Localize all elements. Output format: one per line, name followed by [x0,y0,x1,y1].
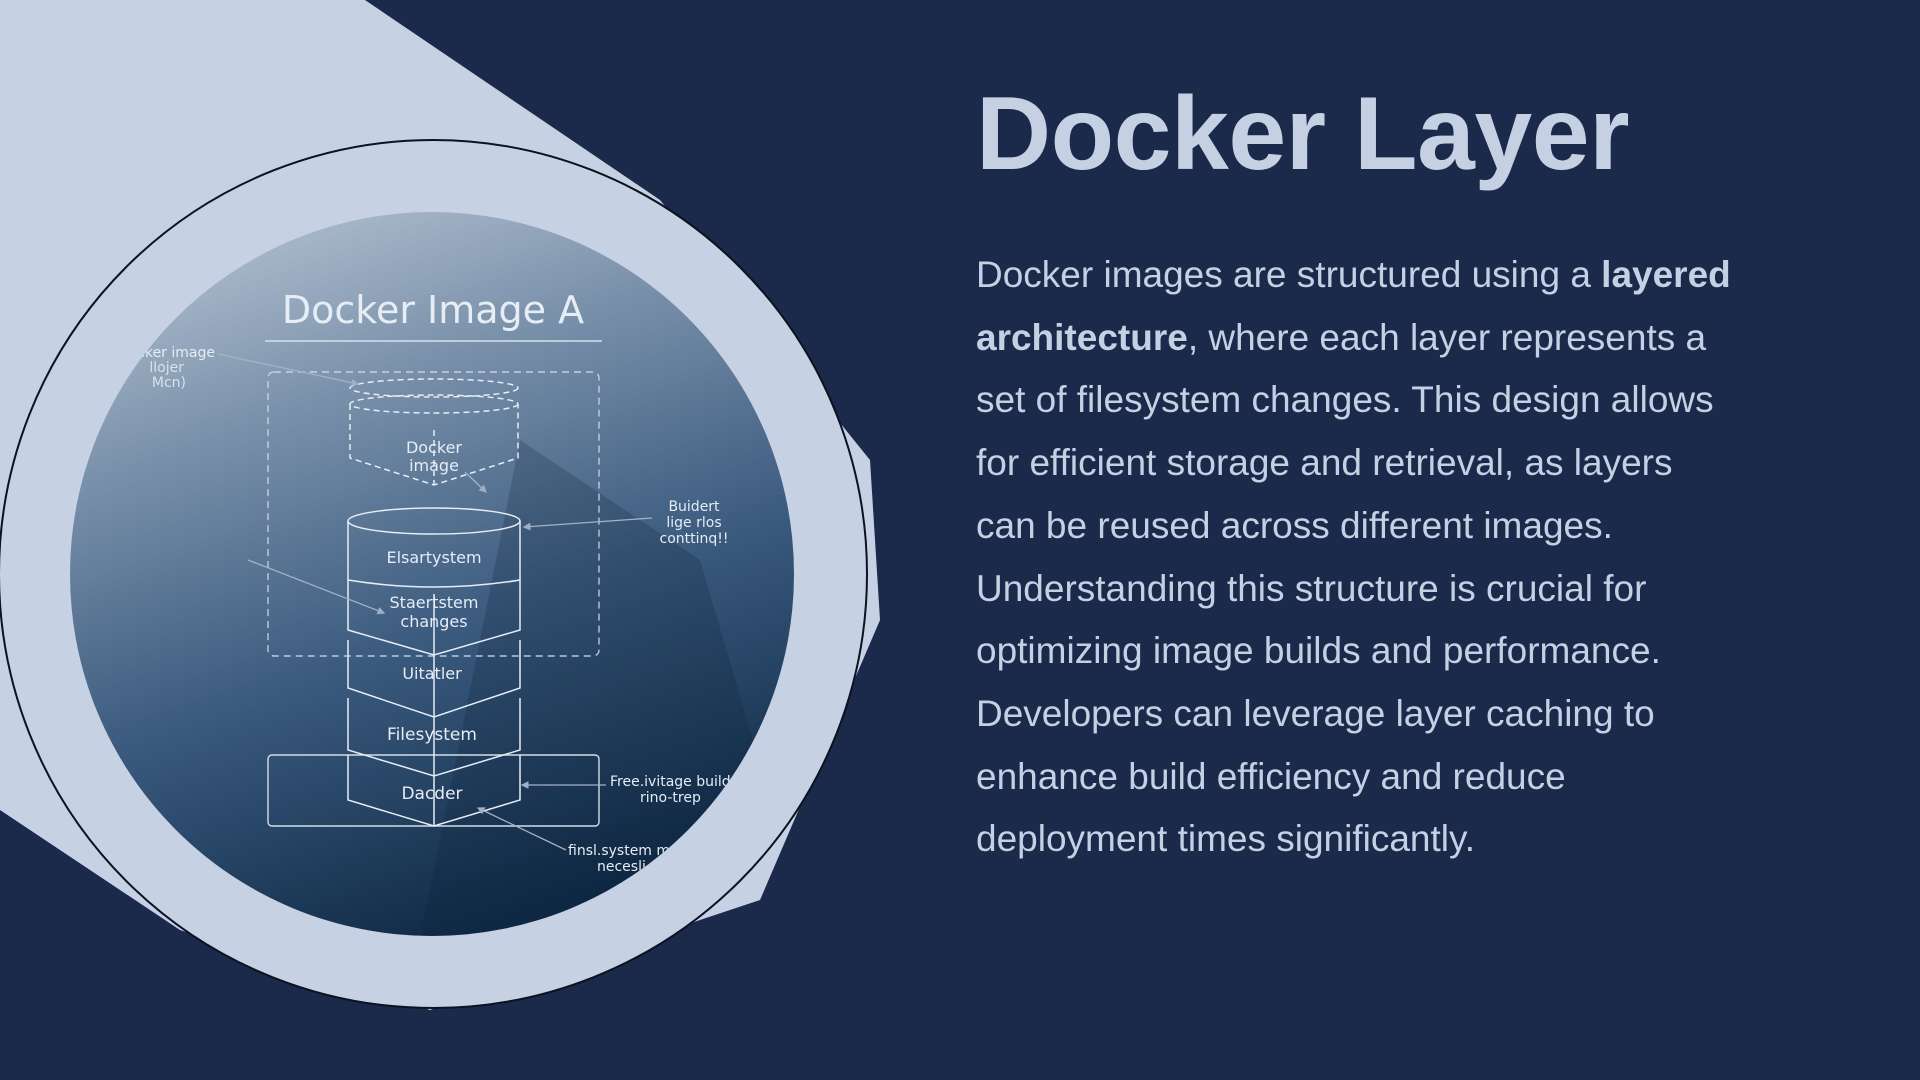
callout-right-mid-1: Free.ivitage build [610,774,731,790]
callout-right-top-3: conttinq!! [660,531,729,547]
slide-title: Docker Layer [976,78,1629,190]
callout-right-top-1: Buidert [668,499,720,515]
callout-top-left-2: llojer [149,360,184,376]
body-text-rest: , where each layer represents a set of f… [976,317,1714,860]
diagram-heading: Docker Image A [282,288,584,332]
layer-3-label: Staertstem [390,593,479,612]
layer-top-label-2: image [409,456,459,475]
callout-right-mid-2: rino-trep [640,790,701,806]
callout-right-top-2: lige rlos [666,515,721,531]
callout-top-left-3: Mcn) [152,375,186,391]
layer-3-label-2: changes [400,612,467,631]
layer-2-label: Elsartystem [386,548,481,567]
body-text-intro: Docker images are structured using a [976,254,1601,295]
layer-top-label: Docker [406,438,462,457]
slide-body: Docker images are structured using a lay… [976,244,1736,871]
layer-6-label: Dacder [401,784,462,804]
layer-5-label: Filesystem [387,725,477,745]
callout-bottom-1: finsl.system m [568,843,670,859]
layer-4-label: Uitatler [402,664,462,683]
